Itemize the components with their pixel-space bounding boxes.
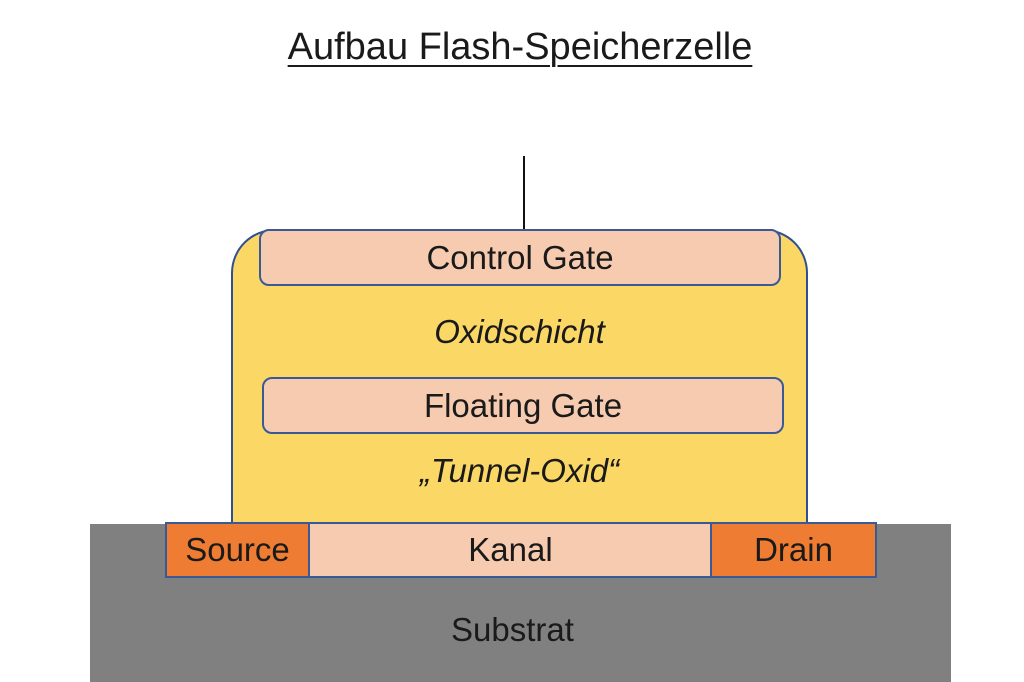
gate-connection-line <box>523 156 525 230</box>
control-gate: Control Gate <box>259 229 781 286</box>
substrate-label: Substrat <box>451 611 574 648</box>
floating-gate-label: Floating Gate <box>423 386 623 424</box>
channel-label: Kanal <box>468 531 553 568</box>
channel-region: Kanal <box>308 522 713 578</box>
source-region: Source <box>165 522 310 578</box>
oxide-label: Oxidschicht <box>434 313 605 350</box>
source-label: Source <box>185 531 290 568</box>
tunnel-oxide-label: „Tunnel-Oxid“ <box>419 452 620 489</box>
drain-label: Drain <box>754 531 833 568</box>
drain-region: Drain <box>710 522 877 578</box>
floating-gate: Floating Gate <box>262 377 784 434</box>
diagram-title: Aufbau Flash-Speicherzelle <box>287 26 753 68</box>
control-gate-label: Control Gate <box>426 238 614 276</box>
